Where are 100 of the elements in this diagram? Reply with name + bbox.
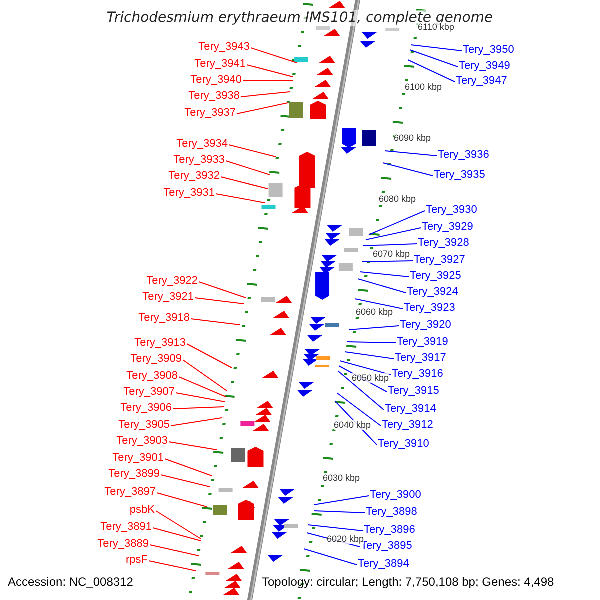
leader-line (228, 144, 276, 158)
leader-line (172, 406, 224, 410)
gene-label: Tery_3917 (395, 351, 446, 365)
gene-label: Tery_3924 (407, 285, 458, 299)
leader-line (220, 176, 268, 190)
leader-line (246, 64, 294, 78)
scale-label: 6110 kbp (418, 22, 454, 32)
leader-line (338, 370, 384, 410)
leader-line (170, 418, 222, 426)
gene-label: Tery_3899 (108, 467, 160, 481)
leader-line (240, 92, 290, 98)
leader-line (354, 298, 404, 310)
leader-line (216, 194, 266, 204)
gene-label: Tery_3891 (100, 520, 152, 534)
gene-label: Tery_3940 (190, 73, 242, 87)
leader-line (308, 524, 364, 532)
leader-line (168, 442, 218, 450)
leader-line (382, 162, 434, 176)
gene-label: Tery_3897 (104, 485, 156, 499)
leader-line (194, 298, 244, 304)
leader-line (410, 50, 458, 68)
leader-line (178, 376, 226, 398)
gene-label: rpsF (126, 553, 148, 567)
scale-label: 6030 kbp (323, 473, 360, 483)
leader-line (148, 560, 196, 572)
gene-label: Tery_3930 (426, 203, 478, 217)
leader-line (156, 492, 208, 508)
gene-label: Tery_3908 (126, 369, 178, 383)
gene-label: Tery_3903 (116, 434, 168, 448)
gene-label: Tery_3918 (138, 311, 190, 325)
gene-label: Tery_3916 (392, 367, 444, 381)
scale-label: 6080 kbp (379, 194, 416, 204)
leader-line (150, 544, 200, 556)
leader-line (314, 510, 366, 514)
gene-label: Tery_3919 (397, 335, 448, 349)
gene-label: Tery_3913 (134, 336, 186, 350)
gene-label: Tery_3923 (404, 301, 456, 315)
leader-line (340, 360, 392, 376)
gene-label: Tery_3894 (358, 557, 410, 571)
gene-label: Tery_3929 (422, 220, 474, 234)
leader-line (362, 260, 414, 262)
gene-label: Tery_3901 (112, 451, 164, 465)
gene-label: Tery_3949 (459, 59, 510, 73)
leader-line (156, 510, 202, 540)
gene-label: Tery_3921 (142, 290, 194, 304)
leader-line (176, 392, 226, 402)
scale-label: 6060 kbp (356, 307, 394, 317)
gene-label: Tery_3925 (410, 269, 462, 283)
leader-line (368, 210, 426, 236)
leader-line (314, 496, 370, 506)
gene-label: Tery_3938 (188, 89, 240, 103)
leader-line (250, 48, 298, 64)
leader-line (344, 352, 394, 360)
gene-label: Tery_3935 (434, 168, 486, 182)
gene-label: Tery_3947 (456, 74, 508, 88)
gene-label: Tery_3927 (414, 253, 466, 267)
gene-label: psbK (130, 503, 155, 517)
scale-label: 6100 kbp (405, 82, 442, 92)
gene-label: Tery_3933 (174, 153, 225, 167)
footer-text: Accession: NC_008312 (8, 575, 134, 589)
leader-line (152, 528, 202, 542)
leader-line (384, 150, 438, 156)
leader-line (346, 342, 396, 344)
leader-line (358, 278, 406, 294)
leader-line (182, 360, 228, 392)
leader-line (236, 102, 288, 114)
leader-line (198, 282, 246, 298)
gene-label: Tery_3950 (463, 43, 514, 57)
leader-line (304, 548, 358, 566)
leader-line (164, 458, 212, 476)
leader-line (186, 344, 232, 368)
leader-line (362, 244, 418, 246)
leader-line (190, 318, 240, 326)
gene-label: Tery_3920 (400, 318, 452, 332)
leader-line (242, 80, 294, 82)
gene-label: Tery_3909 (130, 352, 182, 366)
leader-line (408, 60, 456, 82)
gene-label: Tery_3900 (370, 488, 422, 502)
gene-label: Tery_3906 (120, 401, 172, 415)
leader-line (366, 228, 422, 240)
gene-label: Tery_3931 (164, 186, 215, 200)
leader-line (336, 392, 382, 426)
leader-line (160, 474, 210, 488)
scale-label: 6090 kbp (394, 133, 432, 143)
scale-label: 6040 kbp (334, 420, 372, 430)
gene-label: Tery_3928 (418, 236, 470, 250)
gene-label: Tery_3898 (366, 505, 418, 519)
gene-label: Tery_3934 (176, 137, 228, 151)
leader-line (360, 272, 410, 278)
gene-label: Tery_3915 (388, 384, 440, 398)
gene-label: Tery_3896 (364, 523, 416, 537)
gene-label: Tery_3889 (98, 537, 149, 551)
leader-line (348, 326, 400, 330)
scale-label: 6070 kbp (373, 249, 410, 259)
gene-label: Tery_3907 (124, 385, 175, 399)
gene-label: Tery_3910 (378, 437, 430, 451)
gene-label: Tery_3941 (194, 57, 246, 71)
gene-label: Tery_3932 (168, 169, 220, 183)
footer-text: Topology: circular; Length: 7,750,108 bp; Genes: 4,498 (262, 575, 554, 589)
gene-label: Tery_3914 (385, 402, 436, 416)
